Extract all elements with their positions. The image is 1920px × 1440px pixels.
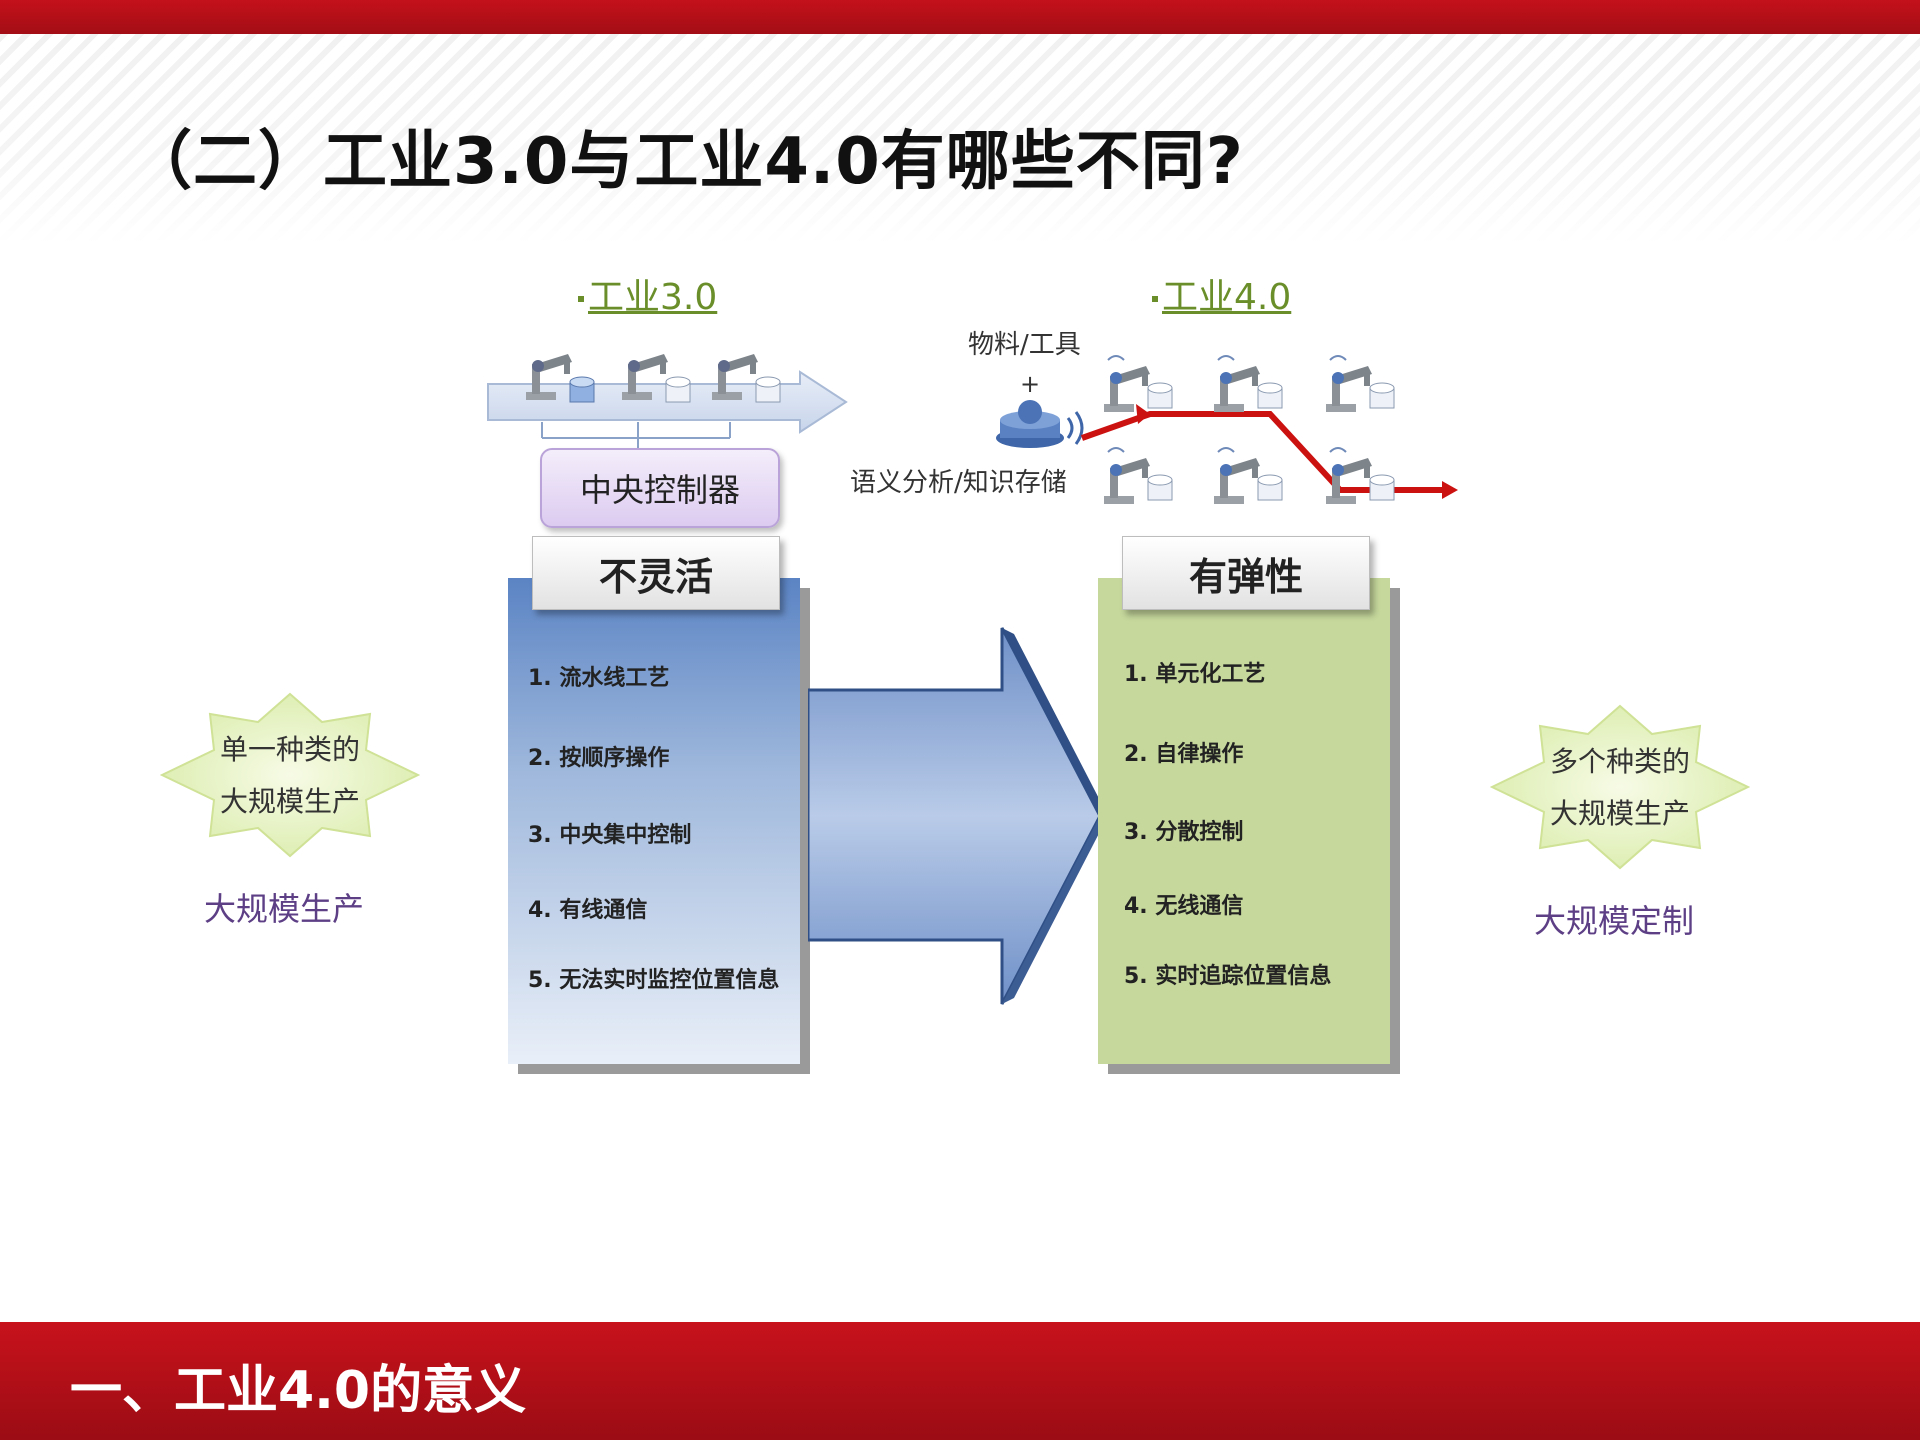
- header-stripe-fade: [0, 34, 1920, 244]
- list-item: 1. 流水线工艺: [528, 666, 670, 691]
- central-controller-box: 中央控制器: [540, 448, 780, 528]
- star-text-right: 多个种类的 大规模生产: [1520, 736, 1720, 840]
- semantic-analysis-label: 语义分析/知识存储: [850, 468, 1067, 498]
- list-item: 2. 按顺序操作: [528, 746, 670, 771]
- robot-arm-icon: [526, 354, 572, 400]
- cylinder-container-icon: [1369, 474, 1395, 501]
- cylinder-container-icon: [1147, 382, 1173, 409]
- list-item: 3. 中央集中控制: [528, 823, 692, 848]
- robot-arm-icon: [1104, 447, 1150, 504]
- industry4-feature-panel: [1098, 578, 1390, 1064]
- footer-bar: [0, 1322, 1920, 1440]
- assembly-line-diagram: [487, 354, 848, 448]
- industry3-feature-panel: [508, 578, 800, 1064]
- era-bullet-icon: [578, 296, 584, 302]
- star-line: 大规模生产: [219, 785, 360, 818]
- transition-arrow: [808, 627, 1108, 1005]
- industry4-caption: 大规模定制: [1534, 902, 1695, 940]
- industry3-era-label: 工业3.0: [578, 268, 717, 320]
- cylinder-container-icon: [1369, 382, 1395, 409]
- server-wireless-icon: [996, 400, 1084, 448]
- robot-arm-icon: [1214, 447, 1260, 504]
- industry4-header-tab: 有弹性: [1122, 536, 1370, 610]
- robot-arm-icon: [622, 354, 668, 400]
- top-accent-bar: [0, 0, 1920, 34]
- list-item: 2. 自律操作: [1124, 742, 1244, 767]
- star-line: 单一种类的: [219, 733, 360, 766]
- material-tool-label: 物料/工具: [968, 330, 1081, 360]
- star-text-left: 单一种类的 大规模生产: [190, 724, 390, 828]
- smart-factory-diagram: [996, 355, 1458, 504]
- star-badge-right: [1490, 704, 1750, 870]
- industry3-caption: 大规模生产: [204, 890, 365, 928]
- star-line: 大规模生产: [1549, 797, 1690, 830]
- robot-arm-icon: [712, 354, 758, 400]
- robot-arm-icon: [1104, 355, 1150, 412]
- industry4-era-label: 工业4.0: [1152, 268, 1291, 320]
- page-title: （二）工业3.0与工业4.0有哪些不同?: [128, 125, 1244, 199]
- list-item: 5. 无法实时监控位置信息: [528, 968, 780, 993]
- cylinder-container-icon: [1257, 382, 1283, 409]
- cylinder-container-icon: [569, 376, 595, 403]
- era-bullet-icon: [1152, 296, 1158, 302]
- industry4-era-text: 工业4.0: [1162, 277, 1292, 318]
- section-footer-title: 一、工业4.0的意义: [70, 1361, 527, 1421]
- list-item: 4. 有线通信: [528, 898, 648, 923]
- star-line: 多个种类的: [1549, 745, 1690, 778]
- list-item: 3. 分散控制: [1124, 820, 1244, 845]
- cylinder-container-icon: [1147, 474, 1173, 501]
- robot-arm-icon: [1326, 355, 1372, 412]
- cylinder-container-icon: [665, 376, 691, 403]
- robot-arm-icon: [1214, 355, 1260, 412]
- robot-arm-icon: [1326, 447, 1372, 504]
- cylinder-container-icon: [1257, 474, 1283, 501]
- plus-sign: +: [1020, 370, 1041, 398]
- industry3-header-tab: 不灵活: [532, 536, 780, 610]
- list-item: 4. 无线通信: [1124, 894, 1244, 919]
- industry3-era-text: 工业3.0: [588, 277, 718, 318]
- controller-connector-lines: [541, 422, 731, 448]
- star-badge-left: [160, 692, 420, 858]
- list-item: 5. 实时追踪位置信息: [1124, 964, 1332, 989]
- list-item: 1. 单元化工艺: [1124, 662, 1266, 687]
- cylinder-container-icon: [755, 376, 781, 403]
